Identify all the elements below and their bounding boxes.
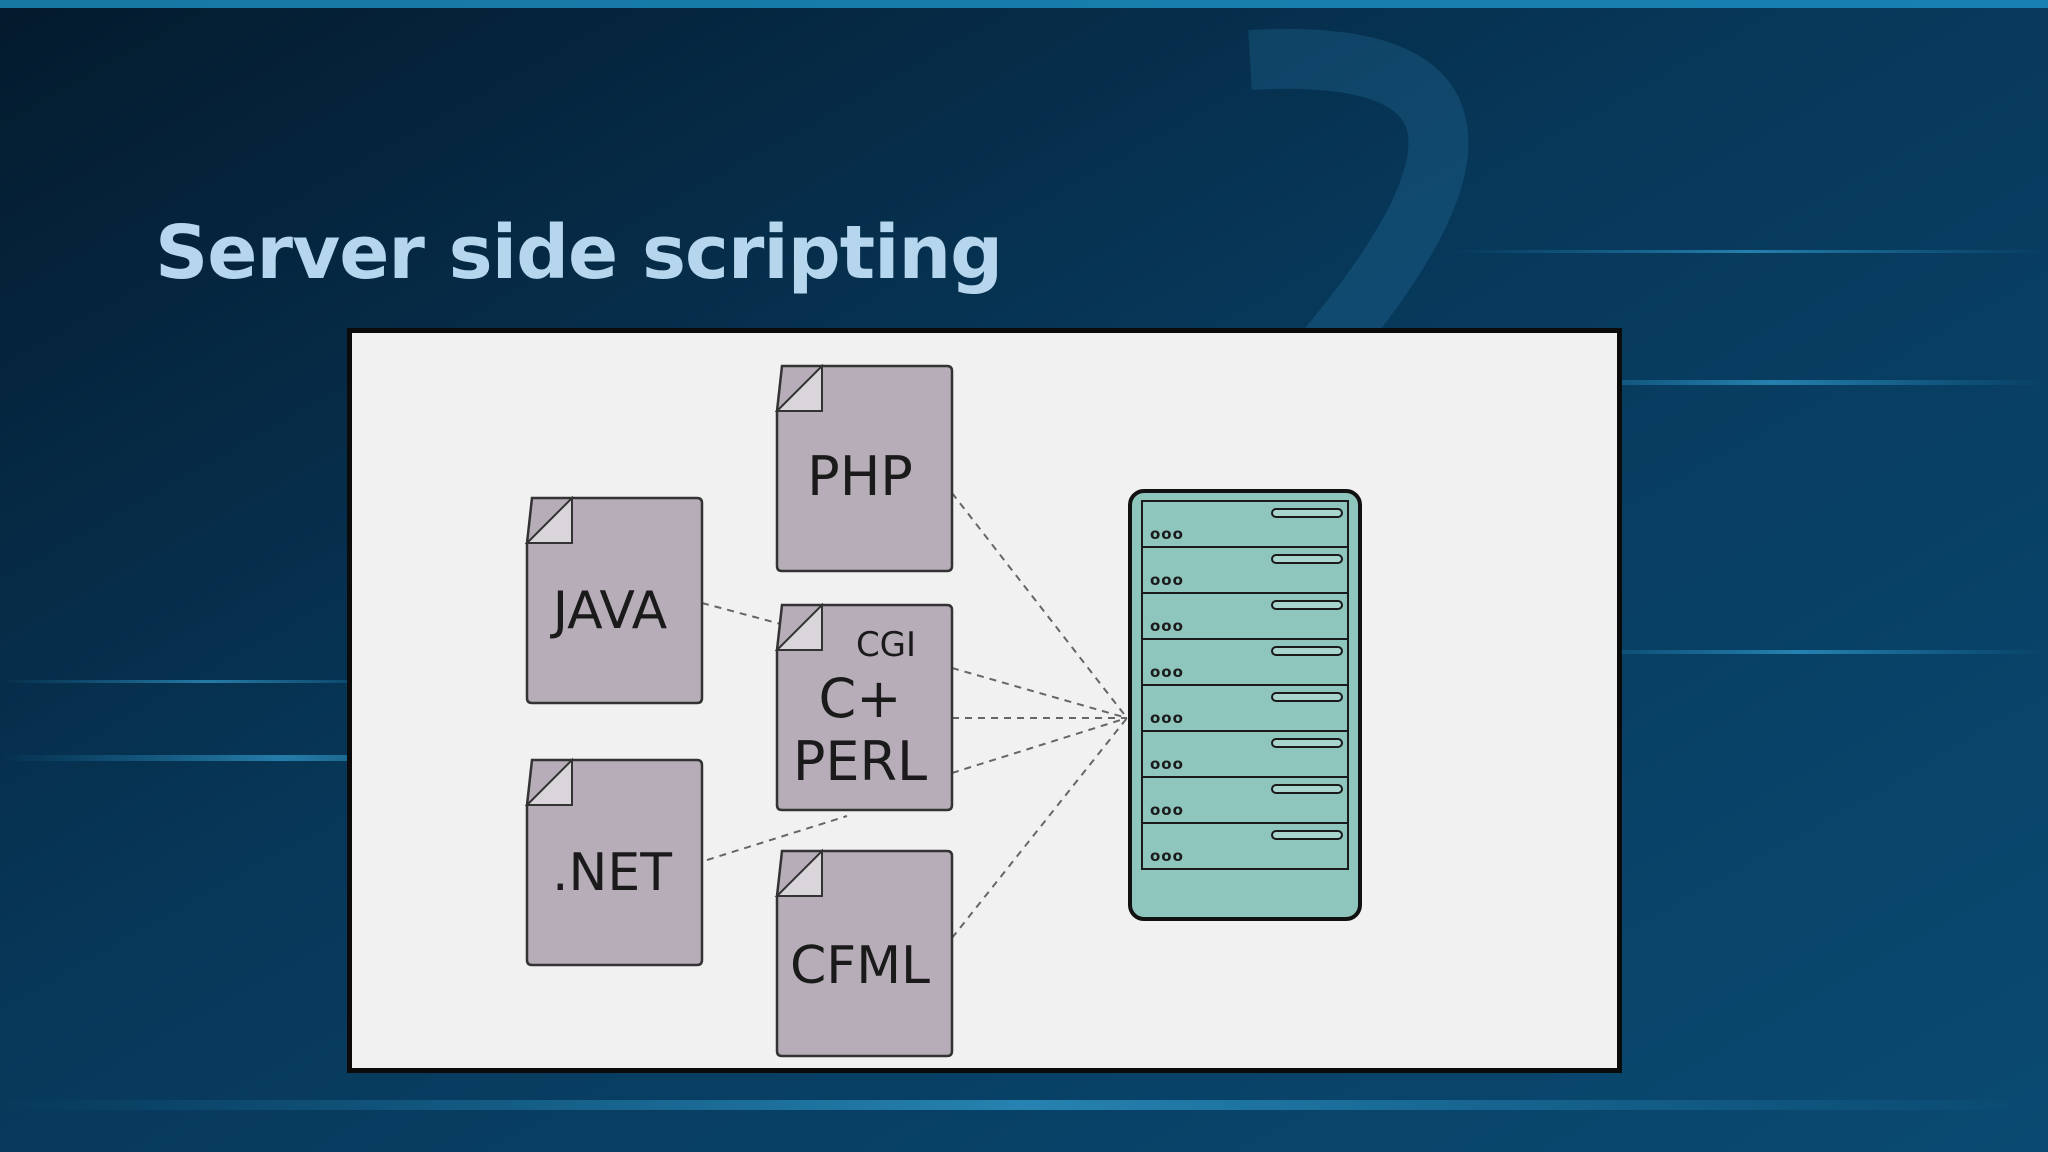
php-label: PHP [807, 445, 913, 508]
c-plus-label: C+ [819, 667, 902, 730]
rack-unit-slot [1271, 692, 1343, 702]
server-rack-unit: ooo [1141, 730, 1349, 778]
rack-unit-slot [1271, 600, 1343, 610]
rack-unit-slot [1271, 554, 1343, 564]
rack-unit-dots: ooo [1150, 847, 1184, 865]
server-rack-unit: ooo [1141, 592, 1349, 640]
server-rack-unit: ooo [1141, 776, 1349, 824]
php-document-icon: PHP [774, 363, 954, 573]
server-rack-unit: ooo [1141, 638, 1349, 686]
rack-unit-dots: ooo [1150, 663, 1184, 681]
rack-unit-slot [1271, 738, 1343, 748]
perl-label: PERL [793, 730, 927, 793]
server-rack-unit: ooo [1141, 546, 1349, 594]
rack-unit-dots: ooo [1150, 571, 1184, 589]
connector-lines [701, 492, 1128, 939]
connector-cgi-server-1 [951, 667, 1128, 719]
server-rack-unit: ooo [1141, 684, 1349, 732]
rack-unit-slot [1271, 508, 1343, 518]
net-label: .NET [552, 843, 672, 903]
server-side-diagram: PHP JAVA CGI C+ PERL .NET CFML [347, 328, 1622, 1073]
connector-cfml-server [951, 717, 1128, 939]
rack-unit-dots: ooo [1150, 755, 1184, 773]
connector-cgi-server-3 [951, 717, 1128, 774]
rack-unit-dots: ooo [1150, 801, 1184, 819]
net-document-icon: .NET [524, 757, 704, 967]
cfml-document-icon: CFML [774, 848, 954, 1058]
server-rack-unit: ooo [1141, 822, 1349, 870]
server-rack-unit: ooo [1141, 500, 1349, 548]
slide-title: Server side scripting [155, 210, 1003, 296]
rack-unit-dots: ooo [1150, 617, 1184, 635]
rack-unit-dots: ooo [1150, 525, 1184, 543]
rack-unit-slot [1271, 784, 1343, 794]
rack-unit-slot [1271, 646, 1343, 656]
rack-unit-dots: ooo [1150, 709, 1184, 727]
java-document-icon: JAVA [524, 495, 704, 705]
rack-unit-slot [1271, 830, 1343, 840]
connector-net-cgi [706, 815, 848, 861]
cfml-label: CFML [790, 936, 930, 996]
cgi-label: CGI [856, 625, 916, 665]
cgi-document-icon: CGI C+ PERL [774, 602, 954, 812]
server-rack-icon: ooo ooo ooo ooo ooo ooo ooo ooo [1128, 489, 1362, 921]
connector-php-server [951, 492, 1128, 719]
java-label: JAVA [550, 581, 668, 641]
